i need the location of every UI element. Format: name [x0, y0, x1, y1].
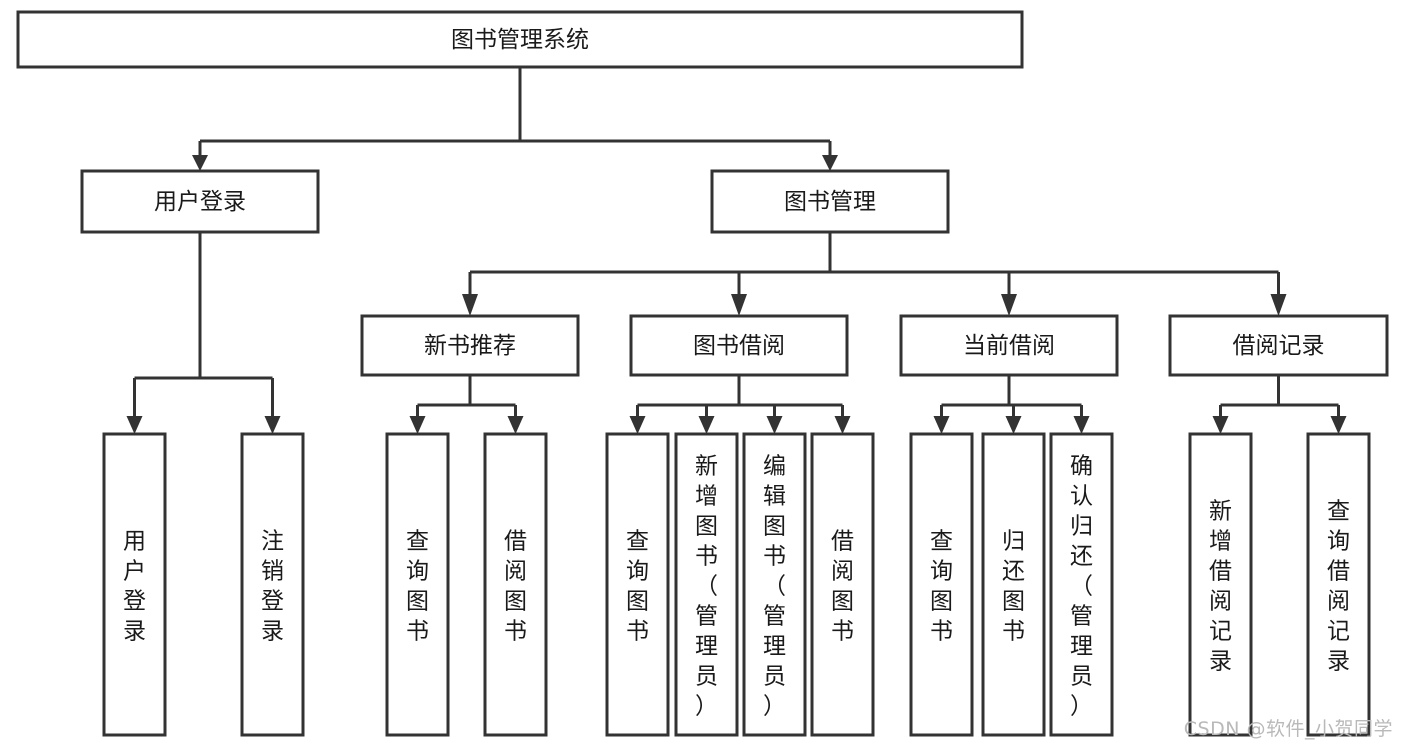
node-level3-0[interactable]: 新书推荐	[360, 314, 580, 377]
node-label: 查询图书	[626, 529, 649, 645]
node-leaf-9[interactable]: 归还图书	[981, 432, 1046, 737]
node-level3-1[interactable]: 图书借阅	[629, 314, 849, 377]
node-leaf-2[interactable]: 查询图书	[385, 432, 450, 737]
node-leaf-6[interactable]: 编辑图书（管理员）	[742, 432, 807, 737]
arrow-head-icon	[1270, 294, 1287, 316]
node-label: 新增借阅记录	[1209, 499, 1232, 675]
node-box[interactable]	[1049, 432, 1114, 737]
node-label: 查询借阅记录	[1327, 499, 1350, 675]
node-leaf-12[interactable]: 查询借阅记录	[1306, 432, 1371, 737]
node-level2-1[interactable]: 图书管理	[710, 169, 950, 234]
node-label: 确认归还（管理员）	[1070, 454, 1093, 720]
node-leaf-4[interactable]: 查询图书	[605, 432, 670, 737]
node-box[interactable]	[605, 432, 670, 737]
node-leaf-8[interactable]: 查询图书	[909, 432, 974, 737]
diagram-nodes: 图书管理系统用户登录图书管理新书推荐图书借阅当前借阅借阅记录用户登录注销登录查询…	[16, 10, 1389, 737]
node-label: 借阅记录	[1233, 333, 1325, 359]
arrow-head-icon	[409, 416, 426, 434]
node-level2-0[interactable]: 用户登录	[80, 169, 320, 234]
node-box[interactable]	[80, 169, 320, 234]
node-label: 编辑图书（管理员）	[763, 454, 786, 720]
arrow-head-icon	[834, 416, 851, 434]
node-label: 新增图书（管理员）	[695, 454, 718, 720]
node-leaf-3[interactable]: 借阅图书	[483, 432, 548, 737]
node-box[interactable]	[899, 314, 1119, 377]
connector-edges	[126, 67, 1347, 434]
node-label: 图书管理	[784, 189, 876, 215]
arrow-head-icon	[507, 416, 524, 434]
arrow-head-icon	[1330, 416, 1347, 434]
node-leaf-7[interactable]: 借阅图书	[810, 432, 875, 737]
node-box[interactable]	[1188, 432, 1253, 737]
arrow-head-icon	[766, 416, 783, 434]
node-leaf-5[interactable]: 新增图书（管理员）	[674, 432, 739, 737]
node-label: 用户登录	[154, 189, 246, 215]
arrow-head-icon	[192, 155, 208, 171]
node-label: 用户登录	[123, 529, 146, 645]
node-box[interactable]	[674, 432, 739, 737]
arrow-head-icon	[462, 294, 478, 316]
node-leaf-10[interactable]: 确认归还（管理员）	[1049, 432, 1114, 737]
node-box[interactable]	[360, 314, 580, 377]
arrow-head-icon	[731, 294, 747, 316]
arrow-head-icon	[933, 416, 950, 434]
node-leaf-0[interactable]: 用户登录	[102, 432, 167, 737]
node-label: 注销登录	[261, 529, 284, 645]
node-box[interactable]	[909, 432, 974, 737]
node-leaf-1[interactable]: 注销登录	[240, 432, 305, 737]
arrow-head-icon	[1212, 416, 1229, 434]
node-label: 查询图书	[406, 529, 429, 645]
node-box[interactable]	[710, 169, 950, 234]
node-root[interactable]: 图书管理系统	[16, 10, 1024, 69]
node-level3-2[interactable]: 当前借阅	[899, 314, 1119, 377]
node-box[interactable]	[981, 432, 1046, 737]
node-box[interactable]	[385, 432, 450, 737]
arrow-head-icon	[1073, 416, 1090, 434]
node-box[interactable]	[240, 432, 305, 737]
arrow-head-icon	[264, 416, 281, 434]
node-label: 图书管理系统	[451, 27, 589, 53]
node-box[interactable]	[742, 432, 807, 737]
node-label: 借阅图书	[504, 529, 527, 645]
arrow-head-icon	[629, 416, 646, 434]
csdn-watermark: CSDN @软件_小贺同学	[1183, 718, 1393, 740]
arrow-head-icon	[822, 155, 838, 171]
node-box[interactable]	[1306, 432, 1371, 737]
arrow-head-icon	[1001, 294, 1017, 316]
arrow-head-icon	[126, 416, 143, 434]
node-label: 归还图书	[1002, 529, 1025, 645]
node-box[interactable]	[629, 314, 849, 377]
node-level3-3[interactable]: 借阅记录	[1168, 314, 1389, 377]
node-label: 查询图书	[930, 529, 953, 645]
node-box[interactable]	[102, 432, 167, 737]
node-box[interactable]	[810, 432, 875, 737]
node-box[interactable]	[483, 432, 548, 737]
node-label: 当前借阅	[963, 333, 1055, 359]
node-label: 图书借阅	[693, 333, 785, 359]
node-leaf-11[interactable]: 新增借阅记录	[1188, 432, 1253, 737]
node-label: 新书推荐	[424, 333, 516, 359]
node-label: 借阅图书	[831, 529, 854, 645]
node-box[interactable]	[16, 10, 1024, 69]
node-box[interactable]	[1168, 314, 1389, 377]
arrow-head-icon	[698, 416, 715, 434]
arrow-head-icon	[1005, 416, 1022, 434]
